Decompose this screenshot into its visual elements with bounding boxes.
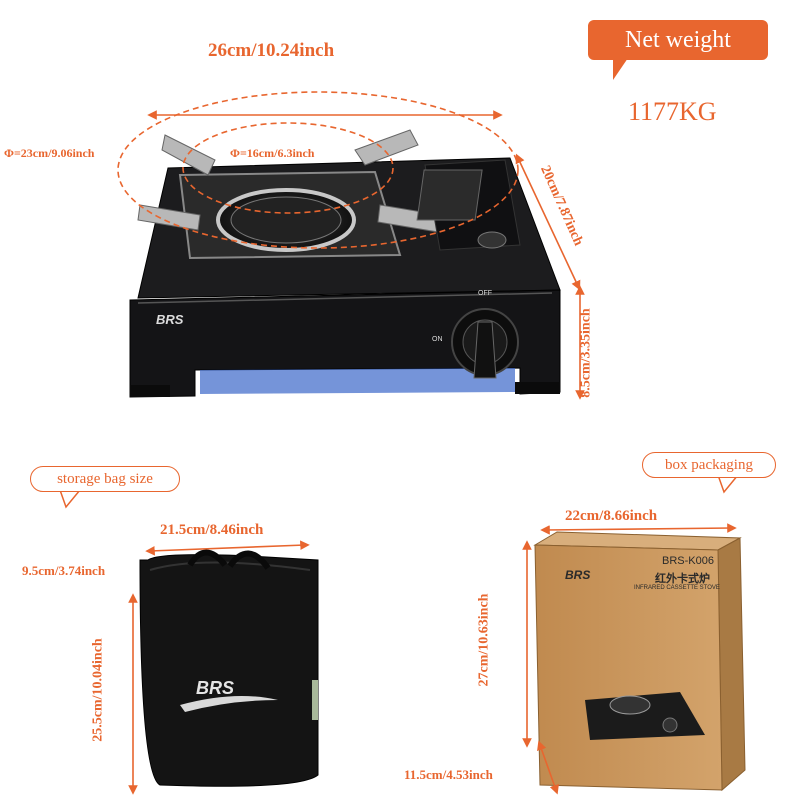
box-dimension-lines [522,523,737,795]
stove-outer-diameter-label: Φ=23cm/9.06inch [4,146,95,160]
box-depth-label: 11.5cm/4.53inch [404,767,493,782]
stove-brand-logo: BRS [156,312,184,327]
storage-bag-image [139,549,319,787]
net-weight-badge-tail [613,58,628,80]
box-model-number: BRS-K006 [662,555,714,567]
box-width-label: 22cm/8.66inch [565,508,658,524]
knob-off-label: OFF [478,290,492,297]
storage-bag-pill-tail [58,489,82,509]
stove-width-label: 26cm/10.24inch [208,40,335,61]
stove-image [129,129,561,398]
box-image [533,531,746,792]
stove-inner-diameter-label: Φ=16cm/6.3inch [230,146,315,160]
storage-bag-title: storage bag size [30,466,180,492]
box-height-label: 27cm/10.63inch [476,593,492,687]
box-product-name-en: INFRARED CASSETTE STOVE [634,585,720,591]
net-weight-value: 1177KG [628,97,717,126]
stove-height-label: 8.5cm/3.35inch [578,308,594,398]
net-weight-badge: Net weight [588,20,768,60]
bag-brand-logo: BRS [196,678,235,698]
bag-depth-label: 9.5cm/3.74inch [22,563,106,578]
box-product-name-cn: 红外卡式炉 [655,572,710,585]
box-brand-logo: BRS [565,568,591,582]
bag-height-label: 25.5cm/10.04inch [90,638,106,742]
knob-on-label: ON [432,336,443,343]
stove-dimension-lines [117,91,585,400]
box-packaging-title: box packaging [642,452,776,478]
bag-dimension-lines [128,540,310,795]
bag-width-label: 21.5cm/8.46inch [160,522,264,538]
